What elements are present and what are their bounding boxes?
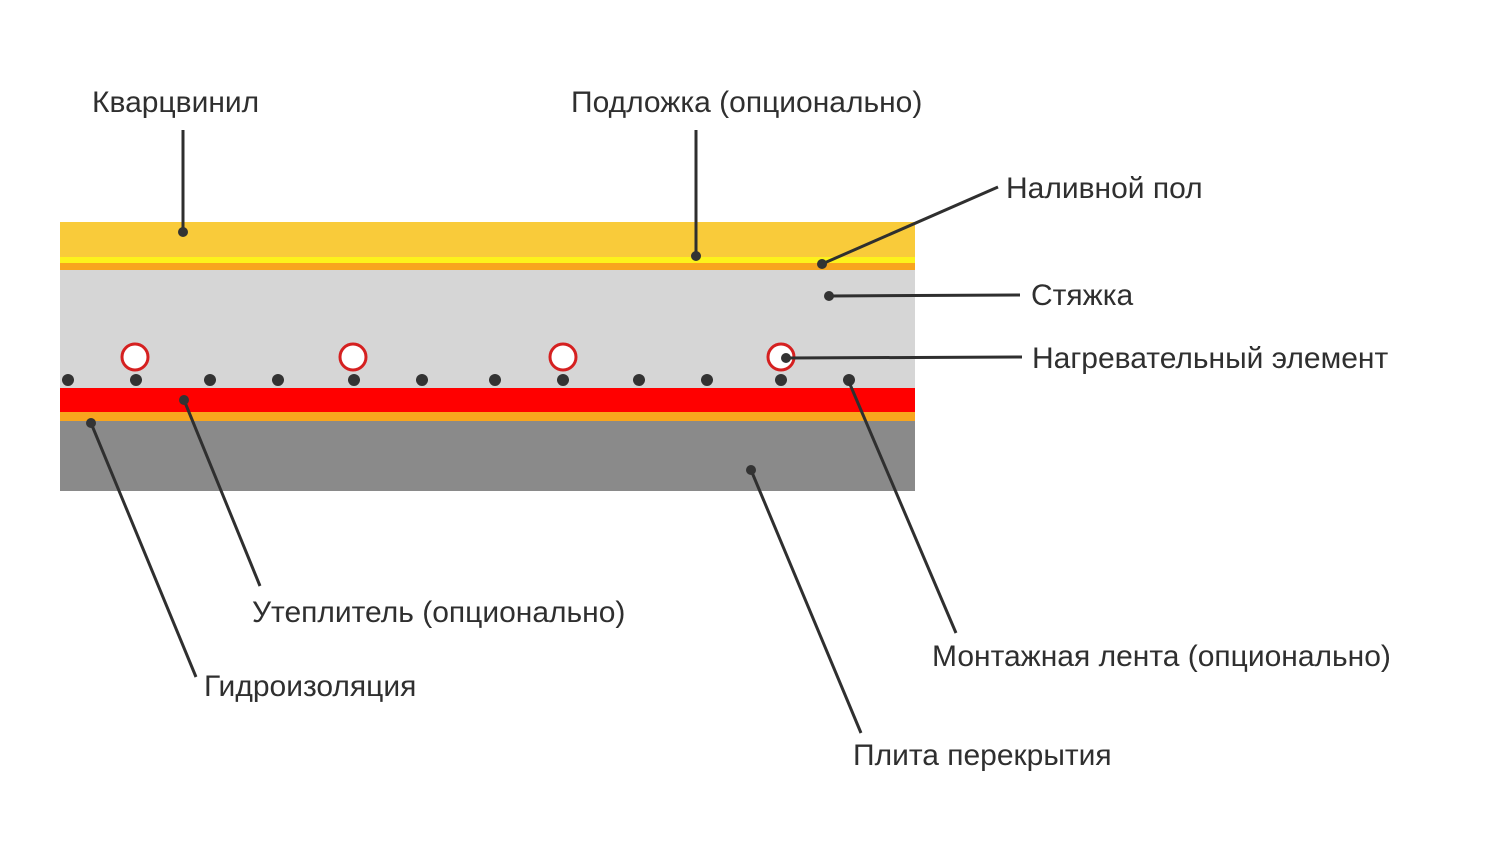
mounting-tape-point	[489, 374, 501, 386]
heating-elements	[120, 342, 796, 372]
layer-insulation	[60, 388, 915, 412]
leader-floor-slab	[749, 469, 863, 734]
anchor-underlay	[691, 251, 701, 261]
label-heating-element: Нагревательный элемент	[1032, 342, 1388, 375]
mounting-tape-point	[416, 374, 428, 386]
mounting-tape-point	[843, 374, 855, 386]
leader-waterproofing	[89, 422, 198, 678]
mounting-tape-point	[557, 374, 569, 386]
leader-lines	[86, 130, 1023, 734]
mounting-tape-points	[62, 374, 855, 386]
layer-floor-slab	[60, 421, 915, 491]
mounting-tape-point	[775, 374, 787, 386]
anchor-screed	[824, 291, 834, 301]
label-floor-slab: Плита перекрытия	[853, 739, 1112, 772]
mounting-tape-point	[348, 374, 360, 386]
anchor-insulation	[179, 395, 189, 405]
mounting-tape-point	[62, 374, 74, 386]
anchor-self-leveling	[817, 259, 827, 269]
layer-quartz-vinyl	[60, 222, 915, 257]
label-screed: Стяжка	[1031, 279, 1134, 312]
labels: Кварцвинил Подложка (опционально) Наливн…	[92, 86, 1391, 772]
label-waterproofing: Гидроизоляция	[204, 670, 416, 703]
mounting-tape-point	[272, 374, 284, 386]
mounting-tape-point	[130, 374, 142, 386]
layer-waterproofing	[60, 412, 915, 421]
leader-heating-element	[785, 355, 1023, 360]
heating-element	[120, 342, 150, 372]
label-self-leveling-floor: Наливной пол	[1006, 172, 1203, 205]
heating-element	[338, 342, 368, 372]
label-underlay: Подложка (опционально)	[571, 86, 922, 119]
leader-mounting-tape	[847, 381, 958, 634]
leader-self-leveling	[821, 185, 999, 266]
leader-screed	[828, 293, 1021, 298]
anchor-waterproofing	[86, 418, 96, 428]
anchor-heating-element	[781, 353, 791, 363]
layer-underlay	[60, 257, 915, 263]
label-quartz-vinyl: Кварцвинил	[92, 86, 259, 119]
heating-element	[548, 342, 578, 372]
leader-insulation	[182, 399, 262, 587]
label-mounting-tape: Монтажная лента (опционально)	[932, 640, 1391, 673]
mounting-tape-point	[701, 374, 713, 386]
anchor-floor-slab	[746, 465, 756, 475]
label-insulation: Утеплитель (опционально)	[252, 596, 625, 629]
layer-stack	[60, 222, 915, 491]
mounting-tape-point	[204, 374, 216, 386]
layer-self-leveling-floor	[60, 263, 915, 270]
anchor-quartz-vinyl	[178, 227, 188, 237]
mounting-tape-point	[633, 374, 645, 386]
